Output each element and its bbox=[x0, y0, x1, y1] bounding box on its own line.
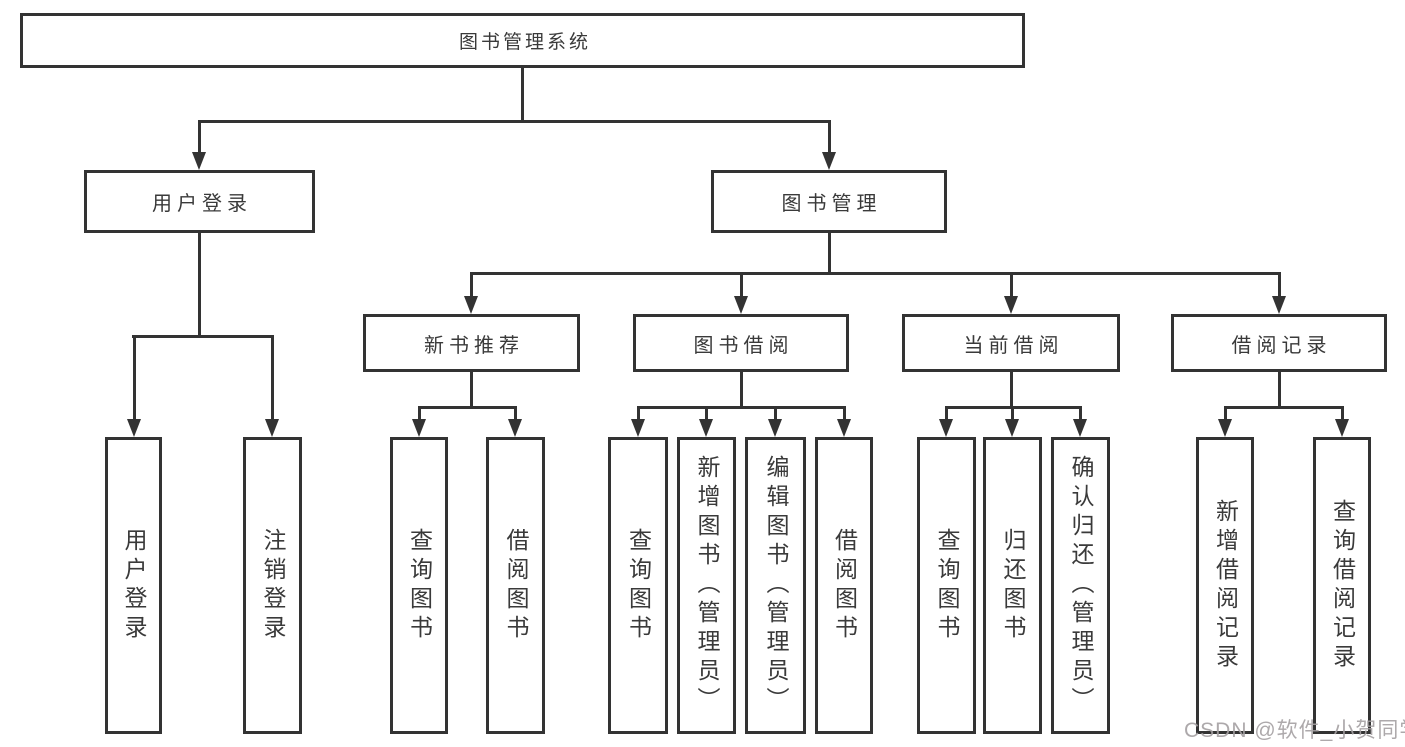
leaf-edit-book-admin: 编辑图书（管理员） bbox=[745, 437, 806, 734]
connector-rail-new-book-children bbox=[418, 406, 516, 409]
node-label: 当前借阅 bbox=[963, 334, 1064, 357]
leaf-add-borrow-record: 新增借阅记录 bbox=[1196, 437, 1254, 734]
node-label: 新书推荐 bbox=[424, 334, 524, 357]
leaf-label: 查询图书 bbox=[934, 527, 960, 644]
leaf-label: 借阅图书 bbox=[503, 527, 529, 644]
leaf-label: 查询图书 bbox=[406, 527, 433, 644]
arrow-down-icon bbox=[939, 419, 953, 437]
connector-drop bbox=[828, 120, 831, 156]
connector-root-stem bbox=[521, 68, 524, 123]
connector-drop bbox=[774, 406, 777, 422]
arrow-down-icon bbox=[734, 296, 748, 314]
connector-rail-book-borrow-children bbox=[637, 406, 846, 409]
node-borrowing-records: 借阅记录 bbox=[1171, 314, 1387, 372]
leaf-label: 查询图书 bbox=[625, 527, 652, 644]
arrow-down-icon bbox=[1272, 296, 1286, 314]
connector-drop bbox=[945, 406, 948, 422]
connector-drop bbox=[637, 406, 640, 422]
leaf-query-book: 查询图书 bbox=[917, 437, 976, 734]
connector-current-borrow-stem bbox=[1010, 372, 1013, 409]
arrow-down-icon bbox=[508, 419, 522, 437]
leaf-query-book: 查询图书 bbox=[390, 437, 448, 734]
connector-user-login-stem bbox=[198, 233, 201, 338]
connector-drop bbox=[1341, 406, 1344, 422]
arrow-down-icon bbox=[464, 296, 478, 314]
leaf-label: 查询借阅记录 bbox=[1329, 498, 1356, 673]
arrow-down-icon bbox=[1218, 419, 1232, 437]
connector-drop bbox=[843, 406, 846, 422]
arrow-down-icon bbox=[768, 419, 782, 437]
node-label: 图书借阅 bbox=[693, 334, 794, 357]
node-current-borrowing: 当前借阅 bbox=[902, 314, 1120, 372]
arrow-down-icon bbox=[412, 419, 426, 437]
arrow-down-icon bbox=[265, 419, 279, 437]
node-label: 图书管理 bbox=[781, 193, 882, 215]
arrow-down-icon bbox=[127, 419, 141, 437]
connector-drop bbox=[1011, 406, 1014, 422]
connector-drop bbox=[470, 272, 473, 301]
node-new-book-recommend: 新书推荐 bbox=[363, 314, 580, 372]
connector-new-book-stem bbox=[470, 372, 473, 409]
leaf-label: 新增借阅记录 bbox=[1212, 498, 1239, 673]
arrow-down-icon bbox=[1073, 419, 1087, 437]
connector-book-management-stem bbox=[828, 233, 831, 275]
node-book-borrowing: 图书借阅 bbox=[633, 314, 849, 372]
connector-drop bbox=[705, 406, 708, 422]
leaf-borrow-book: 借阅图书 bbox=[815, 437, 873, 734]
arrow-down-icon bbox=[822, 152, 836, 170]
leaf-add-book-admin: 新增图书（管理员） bbox=[677, 437, 736, 734]
connector-drop bbox=[271, 335, 274, 423]
connector-drop bbox=[418, 406, 421, 422]
leaf-query-book: 查询图书 bbox=[608, 437, 668, 734]
leaf-confirm-return-admin: 确认归还（管理员） bbox=[1051, 437, 1110, 734]
node-label: 图书管理系统 bbox=[458, 32, 591, 53]
connector-rail-level3 bbox=[470, 272, 1281, 275]
node-library-management-system: 图书管理系统 bbox=[20, 13, 1025, 68]
connector-drop bbox=[198, 120, 201, 156]
node-label: 借阅记录 bbox=[1231, 334, 1332, 357]
connector-rail-borrow-record-children bbox=[1224, 406, 1343, 409]
arrow-down-icon bbox=[1335, 419, 1349, 437]
leaf-label: 编辑图书（管理员） bbox=[763, 455, 789, 716]
arrow-down-icon bbox=[631, 419, 645, 437]
connector-drop bbox=[1010, 272, 1013, 301]
leaf-label: 新增图书（管理员） bbox=[694, 455, 720, 716]
arrow-down-icon bbox=[837, 419, 851, 437]
leaf-label: 归还图书 bbox=[1000, 527, 1026, 644]
leaf-label: 用户登录 bbox=[121, 527, 147, 644]
connector-drop bbox=[514, 406, 517, 422]
connector-borrow-record-stem bbox=[1278, 372, 1281, 409]
node-label: 用户登录 bbox=[152, 193, 252, 215]
node-book-management: 图书管理 bbox=[711, 170, 947, 233]
arrow-down-icon bbox=[1005, 419, 1019, 437]
connector-drop bbox=[740, 272, 743, 301]
leaf-query-borrow-record: 查询借阅记录 bbox=[1313, 437, 1371, 734]
leaf-label: 确认归还（管理员） bbox=[1068, 455, 1094, 716]
leaf-label: 借阅图书 bbox=[831, 527, 858, 644]
leaf-logout: 注销登录 bbox=[243, 437, 302, 734]
leaf-return-book: 归还图书 bbox=[983, 437, 1042, 734]
arrow-down-icon bbox=[1004, 296, 1018, 314]
connector-book-borrow-stem bbox=[740, 372, 743, 409]
connector-rail-user-login-children bbox=[132, 335, 274, 338]
connector-drop bbox=[1224, 406, 1227, 422]
leaf-borrow-book: 借阅图书 bbox=[486, 437, 545, 734]
csdn-watermark: CSDN @软件_小贺同学 bbox=[1184, 719, 1405, 742]
node-user-login: 用户登录 bbox=[84, 170, 315, 233]
connector-rail-level2 bbox=[198, 120, 831, 123]
connector-drop bbox=[1079, 406, 1082, 422]
arrow-down-icon bbox=[192, 152, 206, 170]
leaf-user-login: 用户登录 bbox=[105, 437, 162, 734]
arrow-down-icon bbox=[699, 419, 713, 437]
leaf-label: 注销登录 bbox=[260, 527, 286, 644]
connector-drop bbox=[1278, 272, 1281, 301]
connector-drop bbox=[133, 335, 136, 423]
